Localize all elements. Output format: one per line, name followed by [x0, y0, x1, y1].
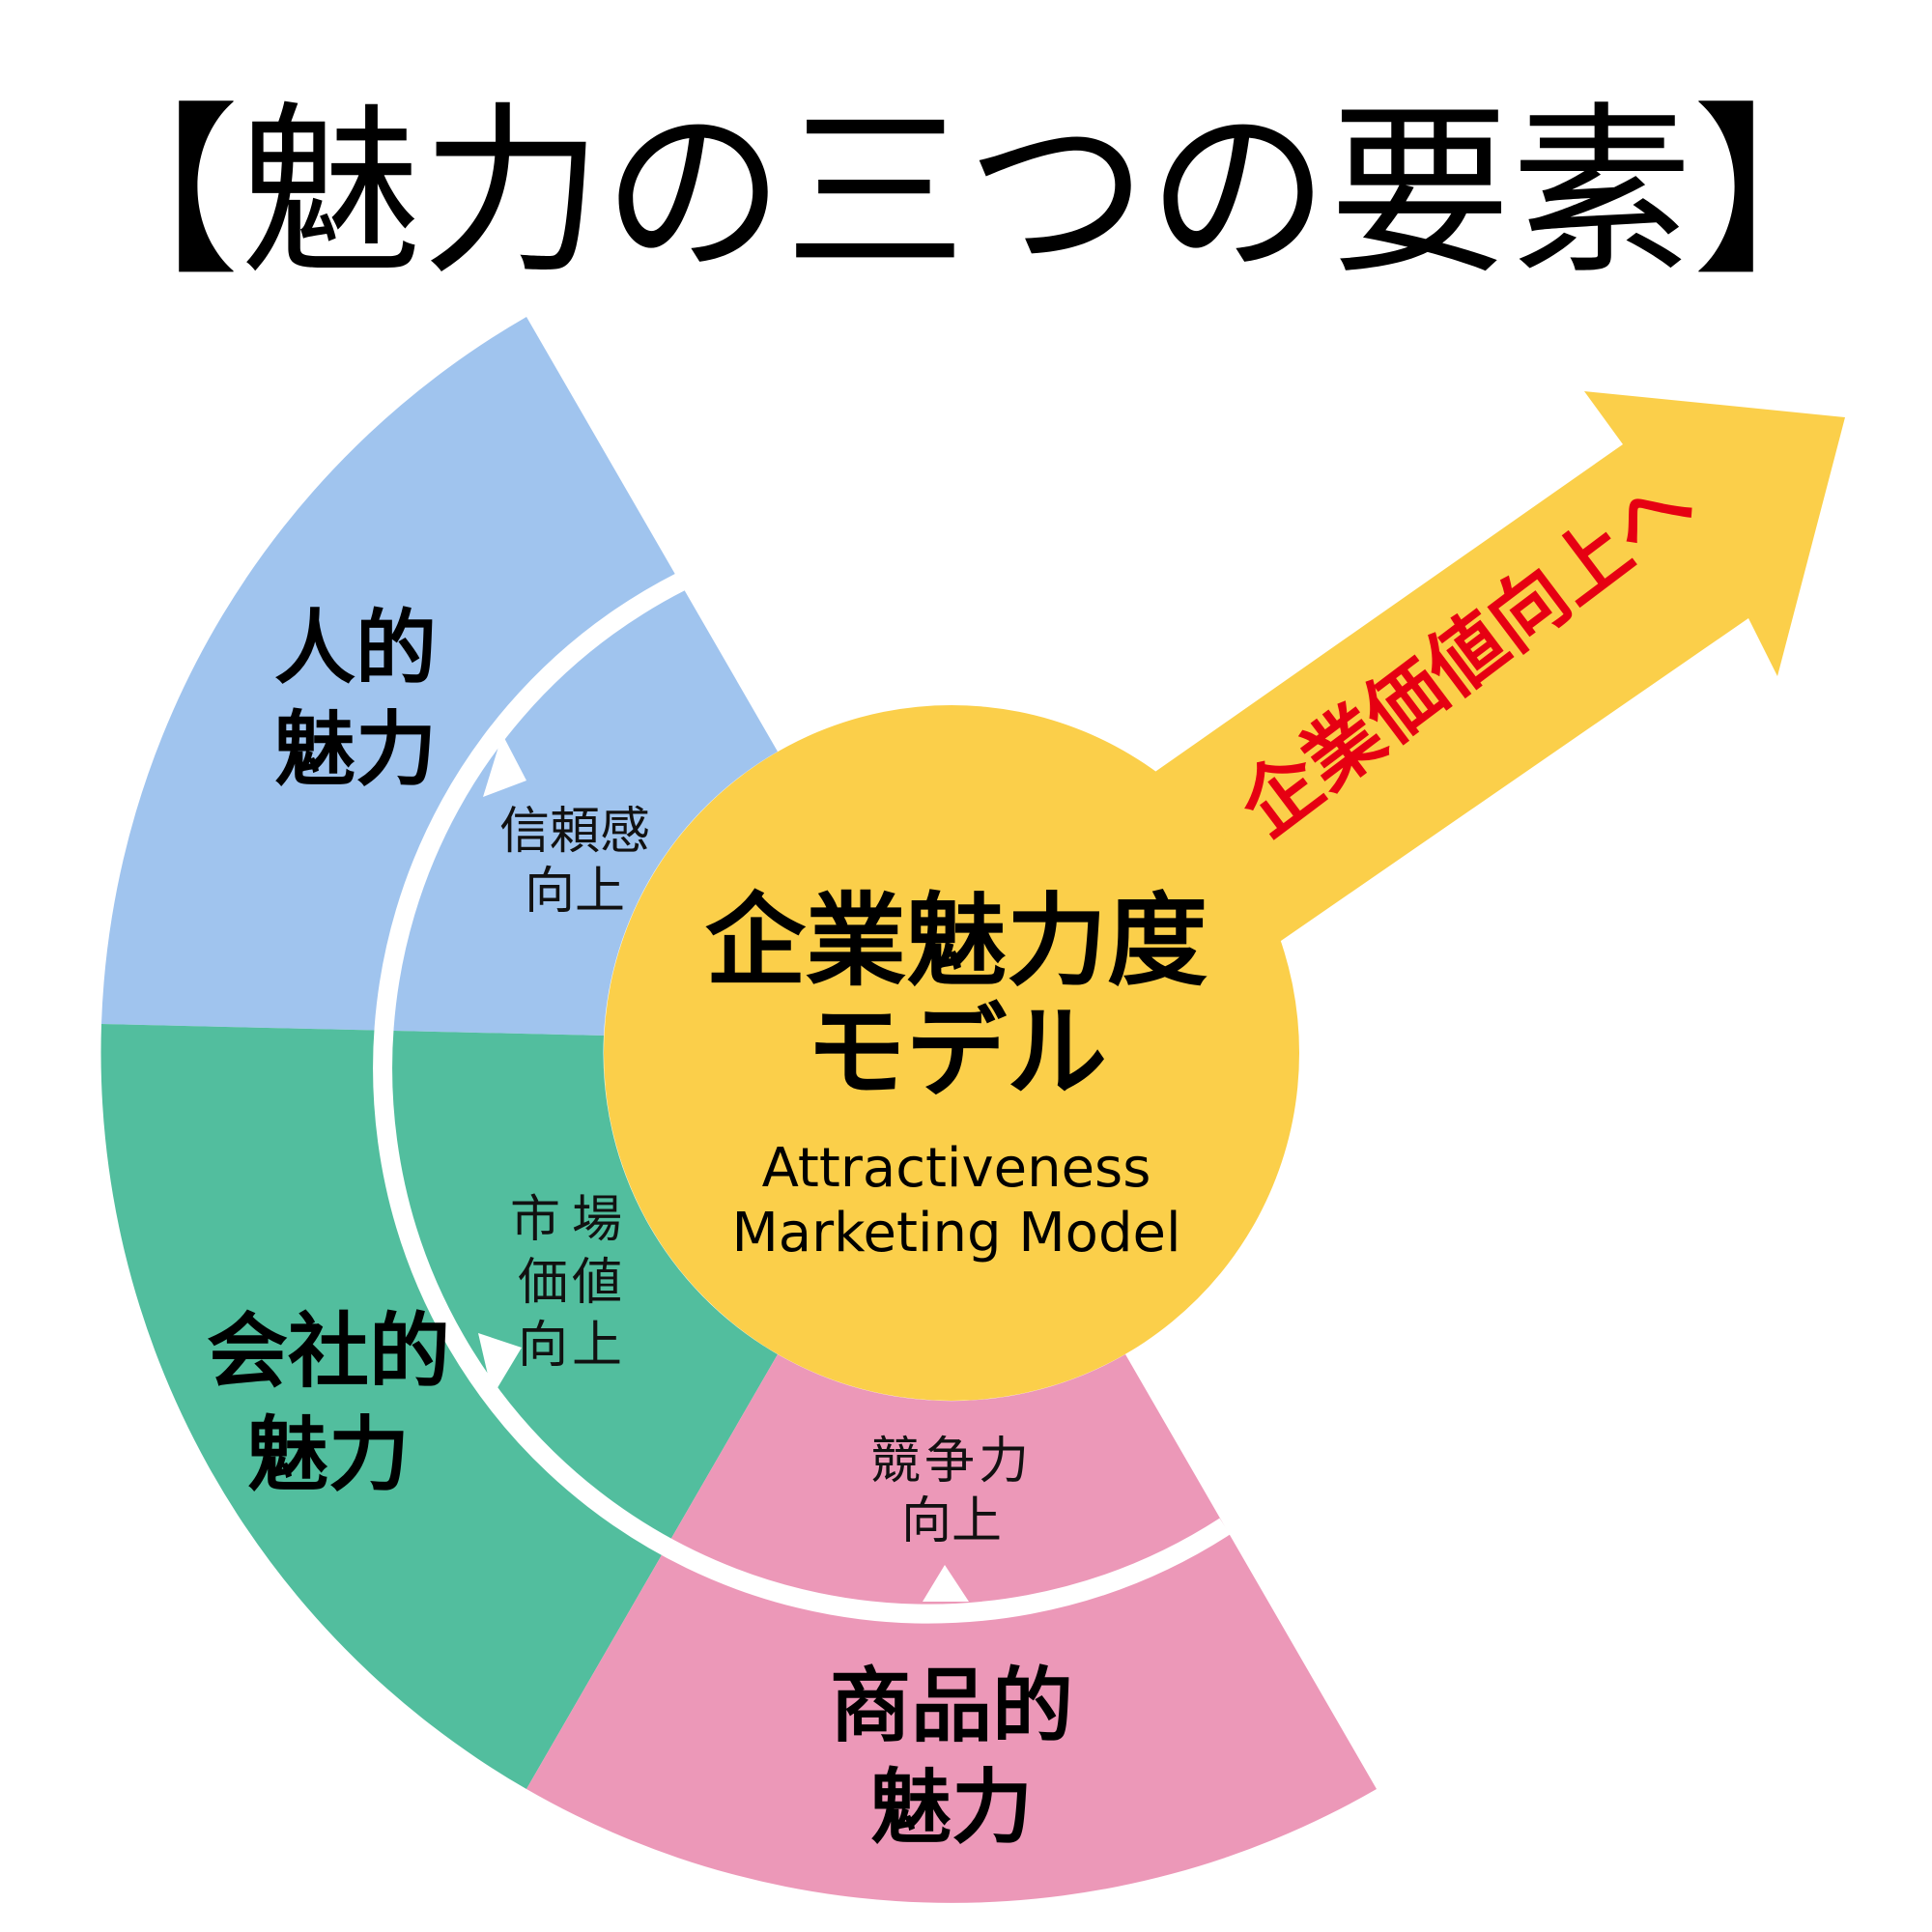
cycle-arrowhead-human — [483, 734, 526, 797]
segment-company-inner-line1: 市場 — [510, 1191, 634, 1249]
corporate-value-arrow — [1140, 391, 1845, 952]
segment-human-inner-line1: 信頼感 — [499, 803, 650, 861]
center-title-line2: モデル — [806, 993, 1107, 1111]
center-title-line1: 企業魅力度 — [705, 882, 1208, 1000]
center-circle — [604, 705, 1299, 1401]
segment-company-label-line1: 会社的 — [207, 1304, 450, 1399]
segment-product-inner-line1: 競争力 — [870, 1433, 1033, 1491]
segment-company — [100, 1024, 778, 1789]
segment-product-label-line1: 商品的 — [830, 1659, 1073, 1753]
segment-human — [101, 317, 778, 1036]
center-subtitle-line2: Marketing Model — [731, 1202, 1180, 1264]
segment-human-label-line1: 人的 — [274, 601, 437, 696]
segment-product — [526, 1354, 1377, 1903]
cycle-arrowhead-product — [923, 1565, 969, 1602]
page-title: 【魅力の三つの要素】 — [58, 86, 1874, 299]
segment-company-inner-line3: 向上 — [518, 1317, 626, 1375]
cycle-divider-arc — [373, 573, 1231, 1624]
segment-product-inner-line2: 向上 — [901, 1492, 1002, 1550]
center-subtitle-line1: Attractiveness — [762, 1137, 1151, 1200]
segment-human-label-line2: 魅力 — [274, 702, 437, 797]
segment-company-label-line2: 魅力 — [247, 1407, 410, 1502]
segment-human-inner-line2: 向上 — [525, 863, 625, 921]
segment-product-label-line2: 魅力 — [870, 1760, 1033, 1855]
cycle-arrowhead-company — [478, 1333, 522, 1396]
segment-company-inner-line2: 価値 — [518, 1254, 626, 1312]
